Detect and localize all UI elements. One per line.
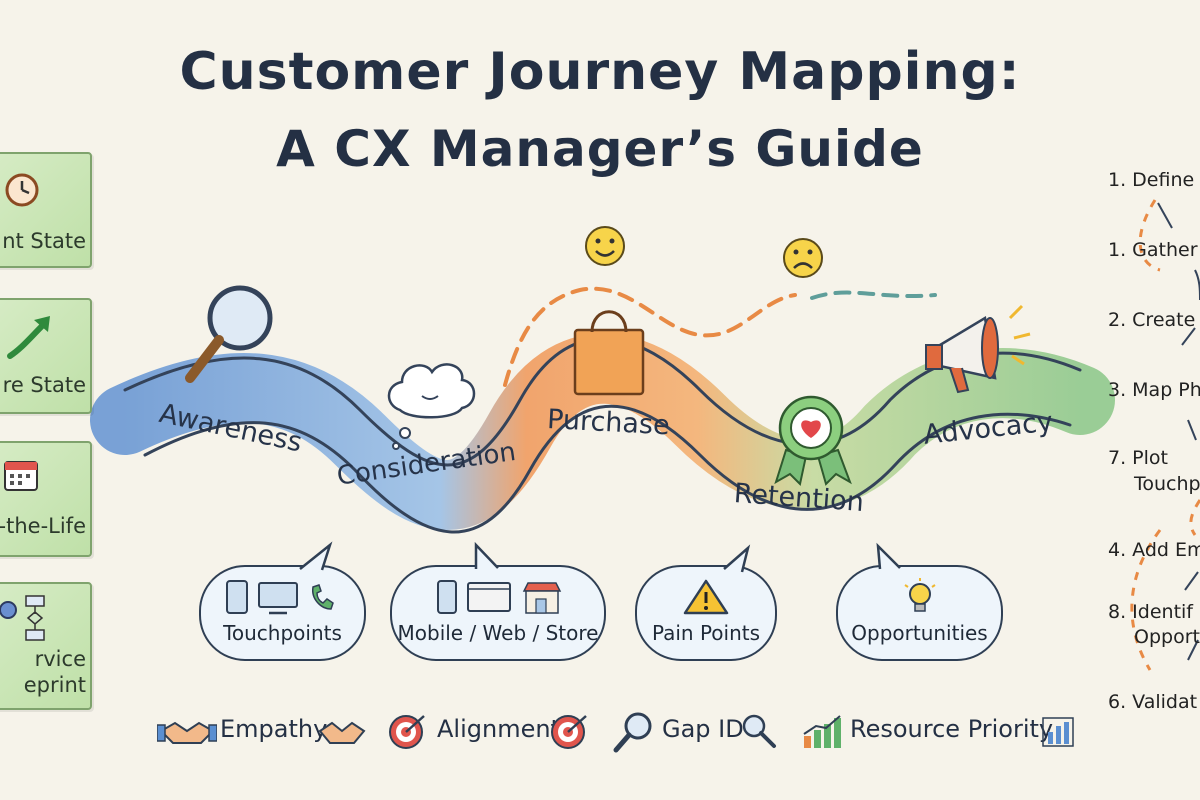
step-identify-opportunities: Opport (1134, 626, 1200, 648)
bubble-pain-points: Pain Points (635, 565, 777, 661)
award-ribbon-icon (774, 395, 852, 487)
map-type-label: rvice (34, 647, 86, 671)
lightbulb-icon (904, 578, 936, 612)
emotion-curve (503, 286, 937, 387)
bubble-touchpoints: Touchpoints (199, 565, 366, 661)
channels-icon (437, 580, 562, 614)
page-subtitle: A CX Manager’s Guide (276, 120, 924, 178)
bubble-label: Pain Points (651, 621, 761, 645)
page-title: Customer Journey Mapping: (179, 42, 1021, 102)
clock-icon (5, 173, 39, 207)
map-type-label: nt State (2, 229, 86, 253)
steps-connector (1130, 199, 1200, 671)
step-validate: 6. Validat (1108, 691, 1198, 713)
benefit-resource-priority: Resource Priority (850, 715, 1054, 743)
target-icon (551, 715, 587, 749)
devices-icon (226, 580, 334, 615)
map-type-label: eprint (23, 673, 86, 697)
shopping-bag-icon (573, 310, 645, 396)
bubble-label: Touchpoints (223, 621, 342, 645)
step-identify: 8. Identif (1108, 601, 1193, 623)
bubble-label: Mobile / Web / Store (397, 621, 599, 645)
step-plot: 7. Plot (1108, 447, 1168, 469)
bar-chart-icon (1042, 717, 1074, 747)
map-type-label: -the-Life (0, 514, 86, 538)
map-type-future-state[interactable]: re State (0, 298, 92, 414)
benefit-alignment: Alignment (437, 715, 560, 743)
map-type-day-in-the-life[interactable]: -the-Life (0, 441, 92, 557)
target-icon (389, 715, 425, 749)
bubble-channels: Mobile / Web / Store (390, 565, 606, 661)
step-plot-touchpoints: Touchp (1134, 473, 1200, 495)
map-type-service-blueprint[interactable]: rvice eprint (0, 582, 92, 710)
handshake-icon (157, 721, 217, 744)
step-create: 2. Create (1108, 309, 1196, 331)
benefit-empathy: Empathy (220, 715, 328, 743)
megaphone-icon (925, 304, 1031, 394)
map-type-current-state[interactable]: nt State (0, 152, 92, 268)
handshake-icon (318, 721, 366, 744)
calendar-icon (4, 461, 38, 491)
step-map-phases: 3. Map Ph (1108, 379, 1200, 401)
happy-face-icon (585, 226, 625, 266)
magnifier-icon (613, 712, 652, 753)
warning-icon (683, 579, 729, 615)
bubble-label: Opportunities (851, 621, 988, 645)
sad-face-icon (783, 238, 823, 278)
thought-cloud-icon (387, 363, 476, 450)
magnifier-icon (742, 714, 776, 748)
magnifying-glass-icon (185, 285, 273, 383)
bar-chart-icon (803, 715, 841, 748)
benefit-gap-id: Gap ID (662, 715, 744, 743)
flowchart-gear-icon (0, 595, 45, 641)
growth-arrow-icon (7, 316, 50, 359)
step-1-define: 1. Define (1108, 169, 1195, 191)
step-add-emotions: 4. Add Em (1108, 539, 1200, 561)
step-gather: 1. Gather (1108, 239, 1198, 261)
bubble-opportunities: Opportunities (836, 565, 1003, 661)
map-type-label: re State (2, 373, 86, 397)
